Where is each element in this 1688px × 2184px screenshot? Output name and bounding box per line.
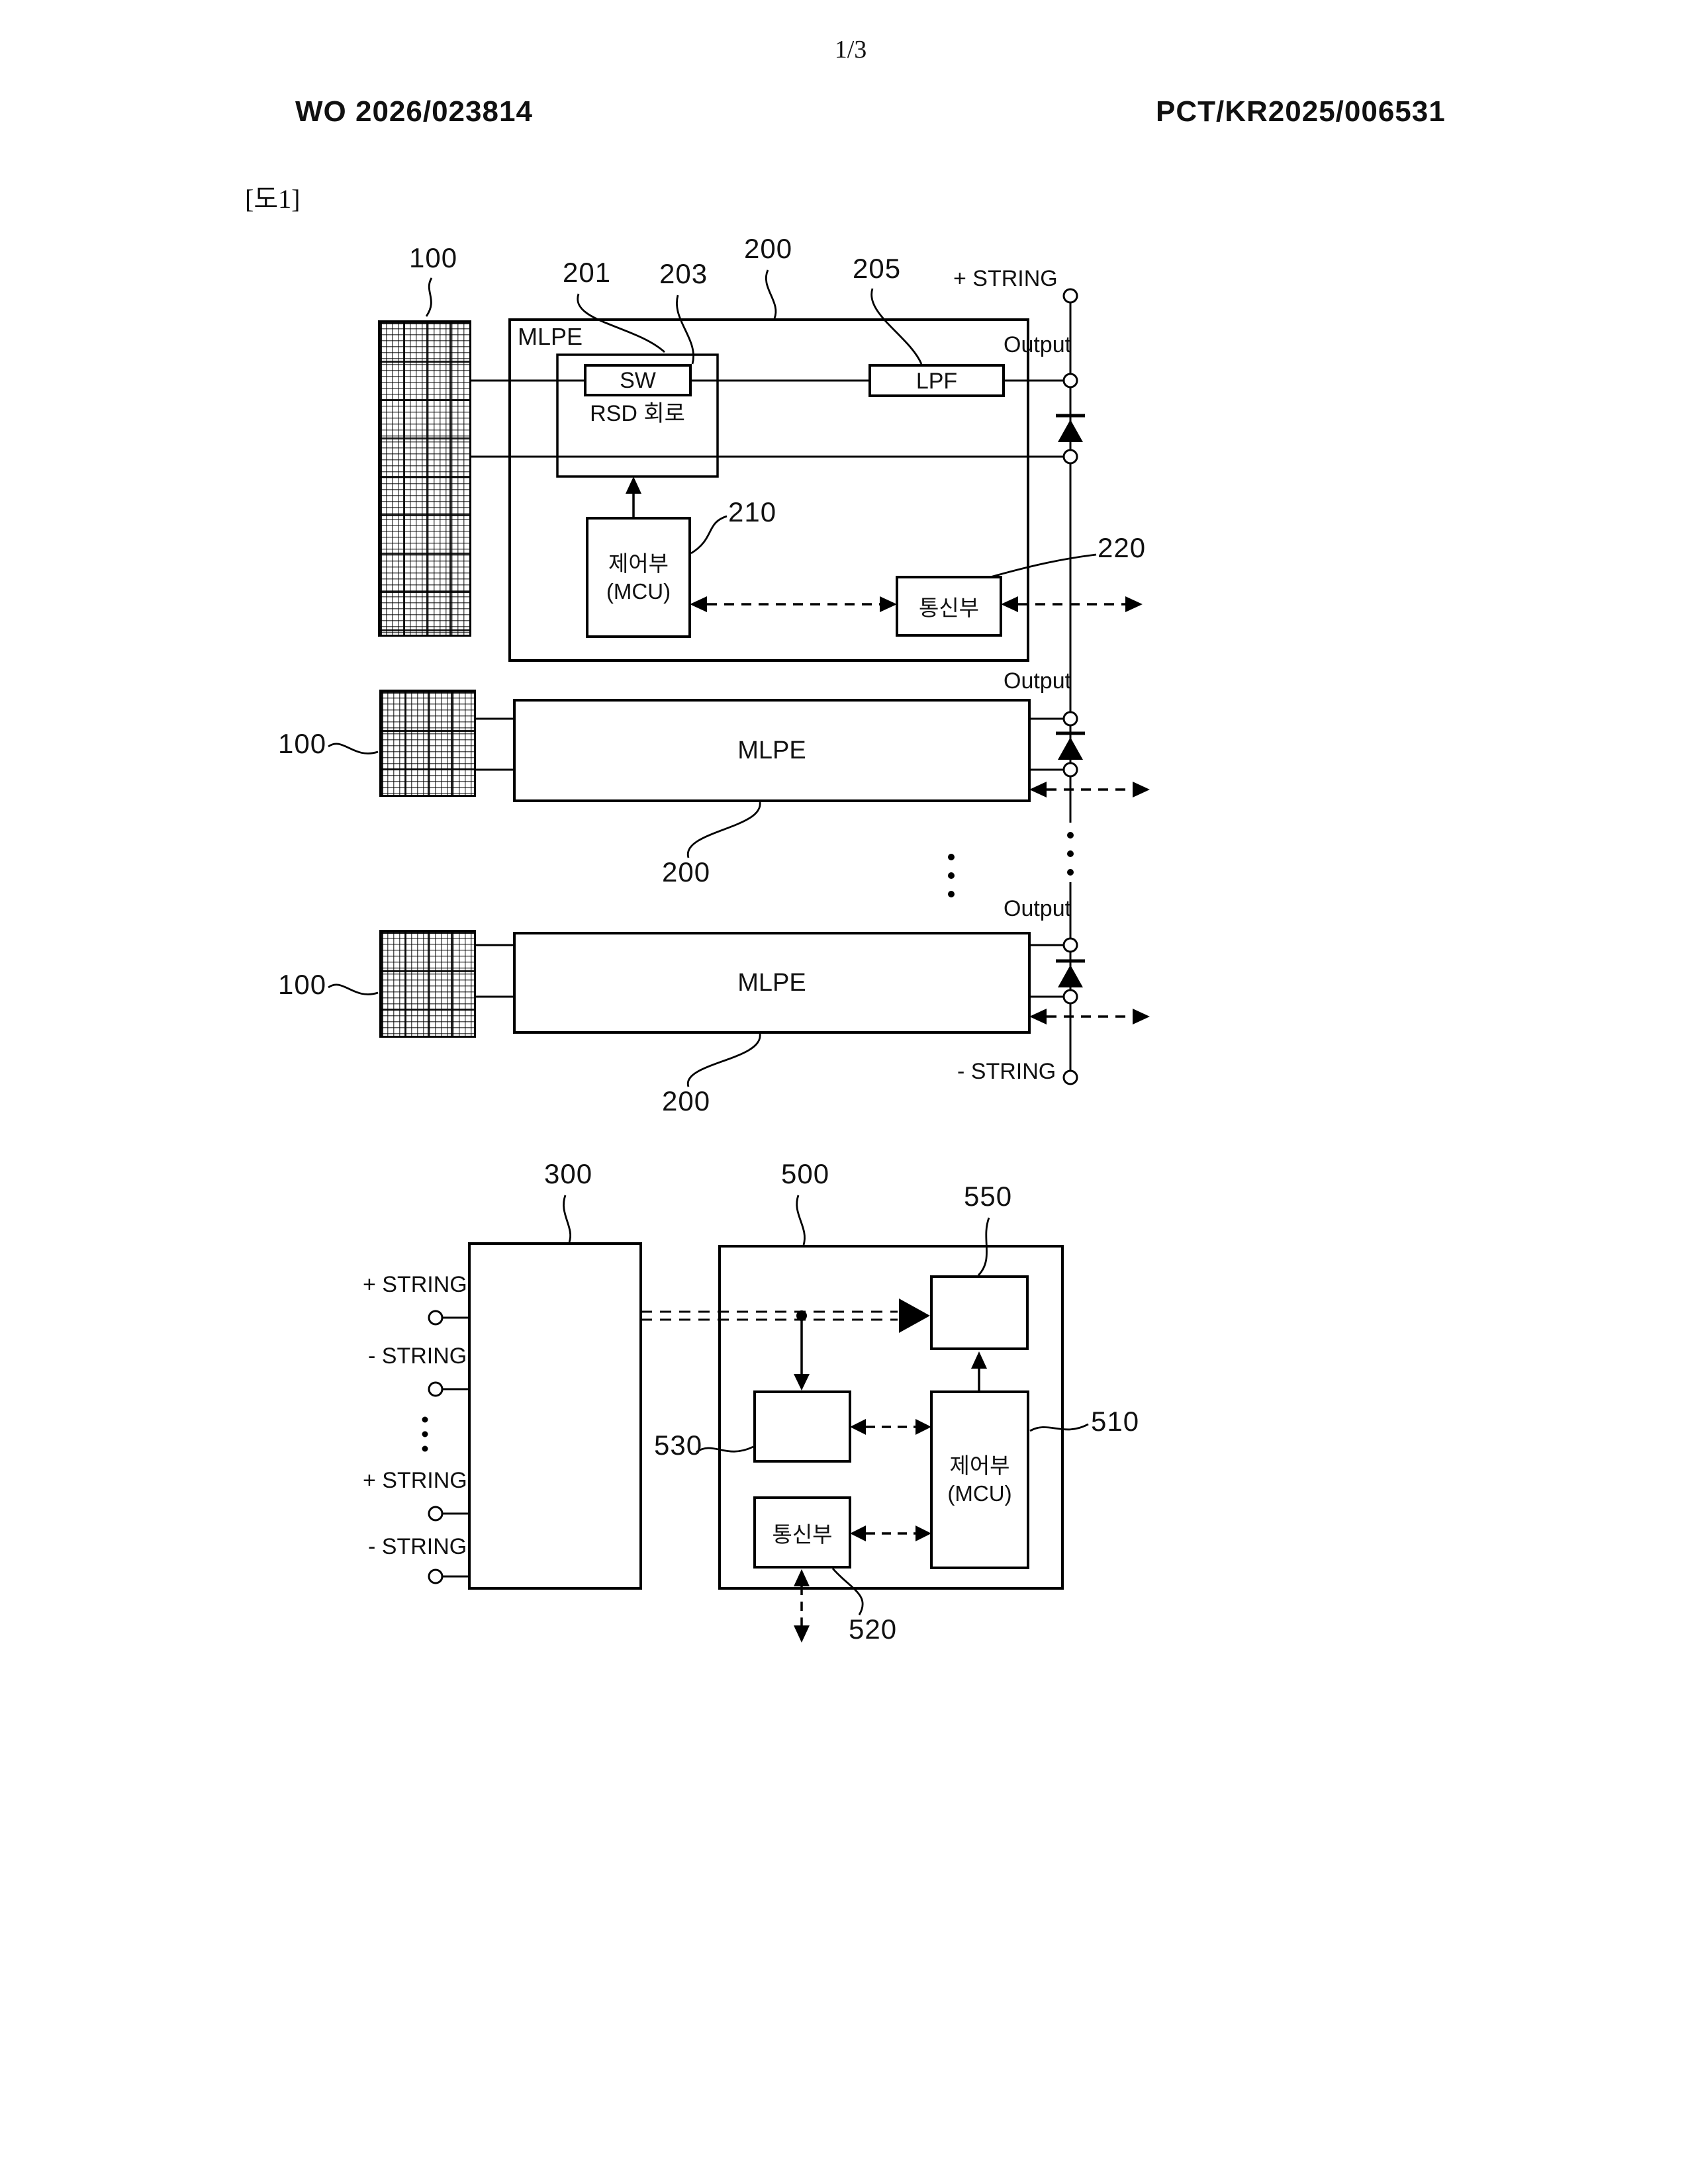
figure-tag: [도1]	[245, 184, 301, 214]
arrow-left-icon	[850, 1525, 866, 1541]
arrow-up-icon	[971, 1351, 987, 1369]
ellipsis-dots	[422, 1416, 428, 1452]
sw-label: SW	[620, 368, 656, 393]
arrow-right-icon	[915, 1419, 931, 1435]
big-arrow-right-icon	[899, 1298, 930, 1333]
ref-520: 520	[849, 1614, 898, 1645]
mcu-label-line1: 제어부	[949, 1453, 1010, 1478]
arrow-right-icon	[1133, 782, 1150, 797]
ref-210: 210	[728, 496, 777, 527]
comm-label: 통신부	[772, 1522, 833, 1547]
ref-100: 100	[409, 242, 458, 273]
mcu-label-line2: (MCU)	[606, 578, 671, 604]
comm-label: 통신부	[918, 596, 980, 620]
mcu-label: 제어부 (MCU)	[931, 1392, 1028, 1568]
lpf-box	[868, 364, 1005, 397]
arrow-down-icon	[794, 1625, 810, 1643]
rsd-circuit-label: RSD 회로	[590, 401, 685, 426]
pv-module-icon	[379, 930, 476, 1038]
arrow-left-icon	[1001, 596, 1018, 612]
ref-200: 200	[662, 856, 711, 887]
ref-550: 550	[964, 1181, 1013, 1212]
ref-510: 510	[1091, 1406, 1140, 1437]
ref-530: 530	[654, 1430, 703, 1461]
mcu1-box	[586, 517, 691, 638]
diode-icon	[1056, 959, 1085, 987]
ref-200: 200	[744, 233, 793, 264]
ref-205: 205	[853, 253, 902, 284]
comm1-box	[896, 576, 1002, 637]
ref-203: 203	[659, 258, 708, 289]
lpf-label: LPF	[915, 369, 958, 394]
plus-string-label: + STRING	[363, 1468, 467, 1493]
output-label: Output	[1004, 332, 1072, 357]
arrow-right-icon	[915, 1525, 931, 1541]
mcu-510-box	[930, 1390, 1029, 1569]
arrow-right-icon	[1133, 1009, 1150, 1024]
combiner-box	[468, 1242, 642, 1590]
ref-100: 100	[278, 969, 327, 1000]
terminal-circle	[1062, 288, 1078, 1085]
minus-string-label: - STRING	[368, 1343, 467, 1369]
ellipsis-dots	[948, 832, 1074, 897]
arrow-up-icon	[794, 1569, 810, 1586]
minus-string-label: - STRING	[368, 1534, 467, 1559]
plus-string-label: + STRING	[953, 266, 1058, 291]
output-label: Output	[1004, 668, 1072, 694]
mlpe-label: MLPE	[518, 323, 583, 350]
pv-module-icon	[378, 320, 471, 637]
mlpe3-box	[513, 932, 1031, 1034]
ref-500: 500	[781, 1158, 830, 1189]
arrow-right-icon	[1125, 596, 1143, 612]
terminal-circle	[428, 1310, 444, 1584]
reference-leader	[328, 269, 1097, 1615]
plus-string-label: + STRING	[363, 1272, 467, 1297]
mlpe2-box	[513, 699, 1031, 802]
arrow-right-icon	[880, 596, 897, 612]
pv-module-icon	[379, 690, 476, 797]
block-530-box	[753, 1390, 851, 1463]
diode-icon	[1056, 731, 1085, 760]
sw-box	[584, 364, 692, 396]
mcu-label-line2: (MCU)	[947, 1481, 1012, 1506]
ref-300: 300	[544, 1158, 593, 1189]
ref-100: 100	[278, 728, 327, 759]
arrow-left-icon	[850, 1419, 866, 1435]
mlpe-label: MLPE	[737, 736, 806, 764]
minus-string-label: - STRING	[957, 1059, 1056, 1084]
mlpe-label: MLPE	[737, 968, 806, 997]
ref-220: 220	[1098, 532, 1147, 563]
combiner-input-wires	[442, 1316, 469, 1578]
application-number: PCT/KR2025/006531	[1156, 95, 1446, 128]
diode-icon	[1056, 414, 1085, 442]
output-label: Output	[1004, 896, 1072, 921]
mcu-label-line1: 제어부	[608, 551, 669, 576]
page-number: 1/3	[834, 36, 867, 64]
arrow-left-icon	[690, 596, 707, 612]
switch-550-box	[930, 1275, 1029, 1350]
ref-200: 200	[662, 1085, 711, 1116]
arrow-left-icon	[1029, 782, 1047, 797]
arrow-left-icon	[1029, 1009, 1047, 1024]
ref-201: 201	[563, 257, 612, 288]
arrow-down-icon	[794, 1374, 810, 1390]
mcu-label: 제어부 (MCU)	[587, 518, 690, 637]
comm-520-box	[753, 1496, 851, 1569]
arrow-up-icon	[626, 477, 641, 494]
publication-number: WO 2026/023814	[295, 95, 533, 128]
